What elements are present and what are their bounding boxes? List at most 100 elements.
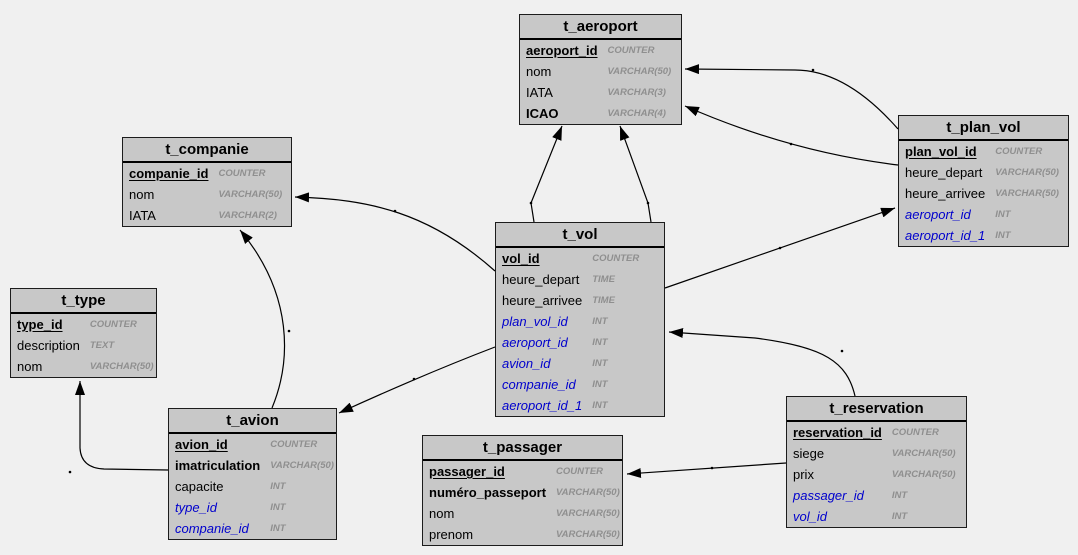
field-type: VARCHAR(50) xyxy=(607,66,672,77)
table-title-t_vol[interactable]: t_vol xyxy=(496,223,664,248)
relation-t_vol.aeroport_id-t_aeroport[interactable] xyxy=(530,125,563,223)
relation-t_vol.aeroport_id_1-t_aeroport[interactable] xyxy=(619,125,652,223)
field-type: COUNTER xyxy=(592,253,640,264)
relation-t_avion.type_id-t_type[interactable] xyxy=(75,381,169,471)
field-name: heure_depart xyxy=(502,272,580,287)
connector-dot xyxy=(840,349,844,353)
field-name: aeroport_id_1 xyxy=(502,398,583,413)
relation-t_reservation.passager_id-t_passager[interactable] xyxy=(626,462,787,479)
field-name: prix xyxy=(793,467,814,482)
table-title-t_passager[interactable]: t_passager xyxy=(423,436,622,461)
relation-t_plan_vol.aeroport_id_1-t_aeroport[interactable] xyxy=(684,105,899,166)
relation-t_vol.avion_id-t_avion[interactable] xyxy=(338,346,496,414)
field-row-t_reservation-passager_id[interactable]: passager_id INT xyxy=(787,485,966,506)
field-type: VARCHAR(50) xyxy=(891,448,956,459)
field-row-t_aeroport-nom[interactable]: nom VARCHAR(50) xyxy=(520,61,681,82)
field-type: INT xyxy=(891,490,908,501)
field-row-t_avion-capacite[interactable]: capacite INT xyxy=(169,476,336,497)
connector-dot xyxy=(789,142,793,146)
field-type: TIME xyxy=(592,295,615,306)
field-name: nom xyxy=(526,64,552,79)
field-type: INT xyxy=(592,358,608,369)
field-row-t_passager-numéro_passeport[interactable]: numéro_passeport VARCHAR(50) xyxy=(423,482,622,503)
table-title-t_type[interactable]: t_type xyxy=(11,289,156,314)
field-type: TIME xyxy=(592,274,615,285)
field-type: VARCHAR(50) xyxy=(556,487,620,498)
connector-dot xyxy=(393,209,397,213)
relation-t_vol.plan_vol_id-t_plan_vol[interactable] xyxy=(664,207,896,289)
field-name: plan_vol_id xyxy=(502,314,568,329)
relation-t_vol.companie_id-t_companie[interactable] xyxy=(294,192,496,272)
field-type: INT xyxy=(270,481,286,492)
field-type: VARCHAR(50) xyxy=(891,469,956,480)
field-row-t_reservation-prix[interactable]: prix VARCHAR(50) xyxy=(787,464,966,485)
field-name: IATA xyxy=(129,208,156,223)
field-type: VARCHAR(50) xyxy=(218,189,283,200)
table-title-t_aeroport[interactable]: t_aeroport xyxy=(520,15,681,40)
field-name: vol_id xyxy=(502,251,540,266)
field-name: capacite xyxy=(175,479,224,494)
field-type: COUNTER xyxy=(270,439,318,450)
relation-t_plan_vol.aeroport_id-t_aeroport[interactable] xyxy=(684,64,899,130)
table-title-t_reservation[interactable]: t_reservation xyxy=(787,397,966,422)
field-type: VARCHAR(50) xyxy=(556,508,620,519)
field-name: imatriculation xyxy=(175,458,261,473)
field-name: numéro_passeport xyxy=(429,485,547,500)
connector-dot xyxy=(287,329,291,333)
relation-t_reservation.vol_id-t_vol[interactable] xyxy=(668,327,856,397)
field-name: passager_id xyxy=(793,488,864,503)
field-type: INT xyxy=(270,502,286,513)
connector-dot xyxy=(811,68,815,72)
field-type: VARCHAR(50) xyxy=(995,188,1059,199)
table-title-t_avion[interactable]: t_avion xyxy=(169,409,336,434)
field-type: VARCHAR(3) xyxy=(607,87,666,98)
relation-t_avion.companie_id-t_companie[interactable] xyxy=(239,229,286,409)
field-row-t_vol-vol_id[interactable]: vol_id COUNTER xyxy=(496,248,664,269)
table-title-t_plan_vol[interactable]: t_plan_vol xyxy=(899,116,1068,141)
table-title-t_companie[interactable]: t_companie xyxy=(123,138,291,163)
field-type: INT xyxy=(995,209,1011,220)
field-name: aeroport_id xyxy=(526,43,598,58)
field-row-t_vol-heure_depart[interactable]: heure_depart TIME xyxy=(496,269,664,290)
